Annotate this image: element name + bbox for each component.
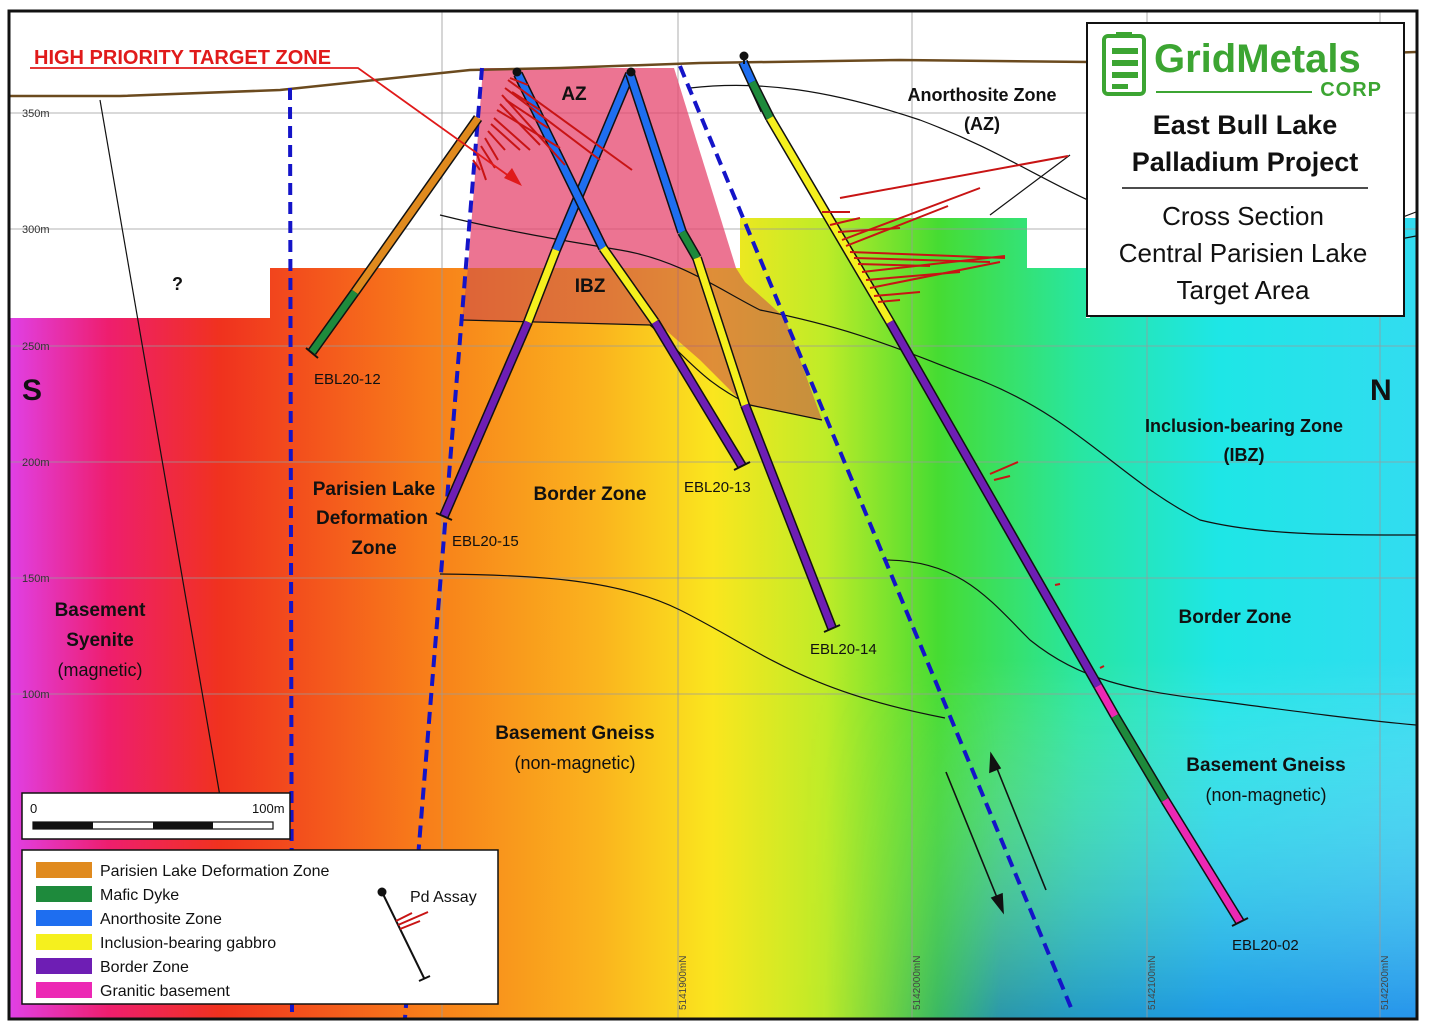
legend-label: Border Zone: [100, 959, 189, 976]
hole-label-ebl20-12: EBL20-12: [314, 371, 381, 388]
south-label: S: [22, 374, 42, 407]
northing-labels: 5141900mN 5142000mN 5142100mN 5142200mN: [678, 956, 1391, 1010]
parisien-label-3: Zone: [351, 538, 396, 559]
hole-label-ebl20-02: EBL20-02: [1232, 937, 1299, 954]
legend-label: Anorthosite Zone: [100, 911, 222, 928]
gneiss-right-sub: (non-magnetic): [1205, 785, 1326, 805]
fault-movement-arrows: [945, 751, 1047, 915]
zone-labels: AZ IBZ Anorthosite Zone (AZ) Inclusion-b…: [55, 84, 1346, 805]
drill-hole-ebl20-14: [625, 72, 841, 633]
legend-swatch: [36, 958, 92, 974]
project-title-1: East Bull Lake: [1153, 110, 1338, 140]
northing-5141900: 5141900mN: [678, 956, 689, 1010]
scale-bar-end: 100m: [252, 801, 285, 816]
drill-hole-ebl20-15: [435, 72, 635, 521]
gneiss-right-label: Basement Gneiss: [1186, 755, 1345, 776]
hole-label-ebl20-15: EBL20-15: [452, 533, 519, 550]
border-zone-center-label: Border Zone: [534, 484, 647, 505]
gneiss-center-sub: (non-magnetic): [514, 753, 635, 773]
unknown-label: ?: [172, 274, 183, 294]
syenite-label-1: Basement: [55, 600, 146, 621]
scale-bar: 0 100m: [21, 792, 291, 840]
syenite-label-2: Syenite: [66, 630, 134, 651]
map-frame: [7, 9, 1419, 1021]
northing-5142000: 5142000mN: [912, 956, 923, 1010]
northing-5142100: 5142100mN: [1147, 956, 1158, 1010]
legend-label: Parisien Lake Deformation Zone: [100, 863, 330, 880]
priority-label: HIGH PRIORITY TARGET ZONE: [34, 47, 331, 69]
elev-250: 250m: [22, 341, 50, 353]
pd-assay-bars: [472, 77, 1105, 669]
deep-low-overlay: [10, 218, 1416, 1018]
north-label: N: [1370, 374, 1392, 407]
legend-swatch: [36, 934, 92, 950]
target-zone-lower: [462, 268, 822, 420]
gneiss-center-label: Basement Gneiss: [495, 723, 654, 744]
anorthosite-zone-label: Anorthosite Zone: [908, 85, 1057, 105]
northing-5142200: 5142200mN: [1380, 956, 1391, 1010]
elev-350: 350m: [22, 108, 50, 120]
pd-assay-label: Pd Assay: [410, 889, 477, 906]
subtitle-1: Cross Section: [1162, 201, 1324, 231]
elev-200: 200m: [22, 457, 50, 469]
elev-100: 100m: [22, 689, 50, 701]
legend-label: Mafic Dyke: [100, 887, 179, 904]
gridmetals-logo-icon: [1102, 32, 1146, 96]
subtitle-2: Central Parisien Lake: [1119, 238, 1368, 268]
legend-swatch: [36, 910, 92, 926]
drill-hole-ebl20-12: [305, 115, 483, 359]
parisien-label-1: Parisien Lake: [313, 479, 436, 500]
ibz-label: IBZ: [575, 276, 606, 297]
parisien-label-2: Deformation: [316, 508, 428, 529]
legend-swatch: [36, 862, 92, 878]
title-box: GridMetals CORP East Bull Lake Palladium…: [1086, 22, 1405, 317]
hole-labels: EBL20-12 EBL20-15 EBL20-13 EBL20-14 EBL2…: [314, 371, 1299, 954]
pd-assay-icon: [377, 887, 431, 982]
project-title-2: Palladium Project: [1132, 147, 1359, 177]
legend-swatch: [36, 982, 92, 998]
priority-arrow: [30, 67, 522, 186]
elev-300: 300m: [22, 224, 50, 236]
topography-line: [10, 50, 1417, 98]
az-label: AZ: [561, 84, 587, 105]
logo-sub-text: CORP: [1320, 79, 1382, 101]
elevation-labels: 350m 300m 250m 200m 150m 100m: [22, 108, 50, 701]
legend-label: Inclusion-bearing gabbro: [100, 935, 276, 952]
inclusion-zone-abbr: (IBZ): [1224, 445, 1265, 465]
hole-label-ebl20-14: EBL20-14: [810, 641, 877, 658]
syenite-label-3: (magnetic): [57, 660, 142, 680]
anorthosite-zone-abbr: (AZ): [964, 114, 1000, 134]
elev-150: 150m: [22, 573, 50, 585]
inclusion-zone-label: Inclusion-bearing Zone: [1145, 416, 1343, 436]
hole-label-ebl20-13: EBL20-13: [684, 479, 751, 496]
subtitle-3: Target Area: [1177, 275, 1311, 305]
legend-label: Granitic basement: [100, 983, 230, 1000]
scale-bar-start: 0: [30, 801, 37, 816]
fault-lines: [288, 65, 1074, 1019]
border-zone-right-label: Border Zone: [1179, 607, 1292, 628]
logo-main-text: GridMetals: [1154, 37, 1361, 81]
collars: [512, 51, 749, 77]
legend-swatch: [36, 886, 92, 902]
